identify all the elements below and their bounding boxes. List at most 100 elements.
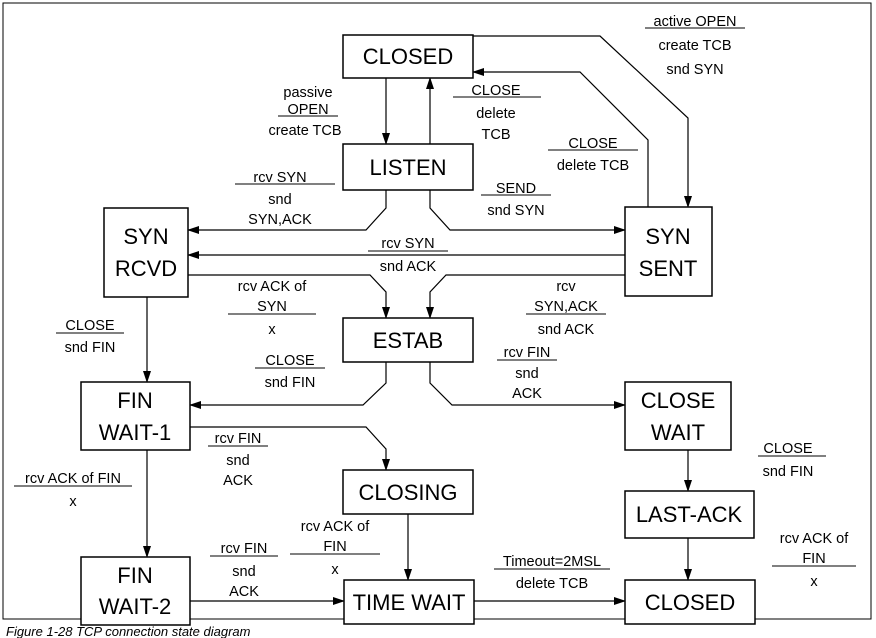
edge-estab-to-close-wait	[429, 362, 626, 409]
edge-close-syn-sent	[472, 68, 649, 207]
state-estab: ESTAB	[342, 317, 474, 363]
label-line: snd	[232, 564, 255, 580]
state-syn-rcvd: SYN RCVD	[103, 207, 189, 298]
label-line: rcv ACK of	[301, 519, 370, 535]
label-line: snd ACK	[380, 259, 437, 275]
label-line: ACK	[229, 584, 259, 600]
edge-listen-to-syn-rcvd	[187, 190, 387, 234]
label-line: snd SYN	[666, 62, 723, 78]
label-line: rcv ACK of FIN	[25, 471, 121, 487]
label-line: x	[810, 574, 818, 590]
label-timeout: Timeout=2MSL delete TCB	[494, 554, 610, 592]
label-line: create TCB	[658, 38, 731, 54]
label-fin2-to-time-wait: rcv FIN snd ACK	[210, 541, 278, 600]
figure-caption: Figure 1-28 TCP connection state diagram	[6, 624, 251, 638]
label-line: SYN,ACK	[248, 212, 312, 228]
label-active-open: active OPEN create TCB snd SYN	[645, 14, 745, 78]
state-closed-top-label: CLOSED	[363, 44, 453, 69]
label-fin1-to-fin2: rcv ACK of FIN x	[14, 471, 132, 510]
label-line: SYN	[257, 299, 287, 315]
label-line: rcv FIN	[221, 541, 268, 557]
label-line: CLOSE	[471, 83, 520, 99]
label-line: rcv	[556, 279, 576, 295]
label-line: FIN	[323, 539, 346, 555]
state-syn-rcvd-line2: RCVD	[115, 256, 177, 281]
label-line: CLOSE	[763, 441, 812, 457]
label-line: active OPEN	[654, 14, 737, 30]
label-line: snd ACK	[538, 322, 595, 338]
state-close-wait-line2: WAIT	[651, 420, 705, 445]
state-fin-wait-1-line1: FIN	[117, 388, 152, 413]
label-close-rcvd: CLOSE snd FIN	[56, 318, 124, 356]
label-rcvd-to-estab: rcv ACK of SYN x	[228, 279, 316, 338]
label-line: snd FIN	[763, 464, 814, 480]
state-closing-label: CLOSING	[358, 480, 457, 505]
edge-close-estab	[189, 362, 387, 409]
label-estab-to-close-wait: rcv FIN snd ACK	[497, 345, 557, 402]
label-fin1-to-closing: rcv FIN snd ACK	[208, 431, 268, 489]
state-closing: CLOSING	[342, 469, 474, 515]
label-sent-to-estab: rcv SYN,ACK snd ACK	[526, 279, 606, 338]
label-passive-open: passive OPEN create TCB	[268, 85, 341, 139]
state-fin-wait-1-line2: WAIT-1	[99, 420, 172, 445]
state-closed-bottom: CLOSED	[624, 579, 756, 625]
label-line: create TCB	[268, 123, 341, 139]
label-close-syn-sent: CLOSE delete TCB	[548, 136, 638, 174]
state-last-ack: LAST-ACK	[624, 490, 755, 539]
state-closed-bottom-label: CLOSED	[645, 590, 735, 615]
label-line: snd FIN	[65, 340, 116, 356]
label-close-estab: CLOSE snd FIN	[255, 353, 325, 391]
label-line: rcv ACK of	[780, 531, 849, 547]
label-line: TCB	[482, 127, 511, 143]
state-syn-sent: SYN SENT	[624, 206, 713, 297]
label-last-ack-to-closed: rcv ACK of FIN x	[772, 531, 856, 590]
state-time-wait: TIME WAIT	[343, 579, 475, 625]
label-line: passive	[283, 85, 332, 101]
label-line: SEND	[496, 181, 536, 197]
label-line: rcv FIN	[215, 431, 262, 447]
label-line: delete	[476, 106, 516, 122]
label-line: rcv FIN	[504, 345, 551, 361]
label-line: snd SYN	[487, 203, 544, 219]
label-line: rcv SYN	[253, 170, 306, 186]
edge-active-open	[473, 35, 692, 208]
label-line: snd	[515, 366, 538, 382]
label-line: snd FIN	[265, 375, 316, 391]
label-line: snd	[268, 192, 291, 208]
label-line: CLOSE	[568, 136, 617, 152]
state-closed-top: CLOSED	[342, 34, 474, 79]
state-estab-label: ESTAB	[373, 328, 444, 353]
label-line: x	[331, 562, 339, 578]
edge-send	[429, 190, 626, 234]
state-fin-wait-2-line1: FIN	[117, 563, 152, 588]
label-close-wait-to-last-ack: CLOSE snd FIN	[758, 441, 826, 480]
state-last-ack-label: LAST-ACK	[636, 502, 743, 527]
edge-sent-to-estab	[426, 274, 625, 319]
state-syn-sent-line2: SENT	[639, 256, 698, 281]
label-line: CLOSE	[265, 353, 314, 369]
state-fin-wait-2: FIN WAIT-2	[80, 556, 191, 626]
edge-rcvd-to-estab	[188, 274, 390, 319]
label-line: rcv ACK of	[238, 279, 307, 295]
state-syn-sent-line1: SYN	[645, 224, 690, 249]
label-line: SYN,ACK	[534, 299, 598, 315]
state-time-wait-label: TIME WAIT	[353, 590, 466, 615]
state-close-wait: CLOSE WAIT	[624, 381, 732, 451]
state-fin-wait-2-line2: WAIT-2	[99, 594, 172, 619]
label-line: delete TCB	[557, 158, 629, 174]
edge-fin1-to-closing	[190, 426, 390, 471]
label-line: delete TCB	[516, 576, 588, 592]
label-line: x	[268, 322, 276, 338]
label-line: CLOSE	[65, 318, 114, 334]
label-line: FIN	[802, 551, 825, 567]
label-line: rcv SYN	[381, 236, 434, 252]
state-close-wait-line1: CLOSE	[641, 388, 716, 413]
state-fin-wait-1: FIN WAIT-1	[80, 381, 191, 451]
label-sent-to-rcvd: rcv SYN snd ACK	[368, 236, 448, 275]
state-syn-rcvd-line1: SYN	[123, 224, 168, 249]
label-line: Timeout=2MSL	[503, 554, 601, 570]
label-line: ACK	[512, 386, 542, 402]
label-listen-to-syn-rcvd: rcv SYN snd SYN,ACK	[235, 170, 335, 228]
